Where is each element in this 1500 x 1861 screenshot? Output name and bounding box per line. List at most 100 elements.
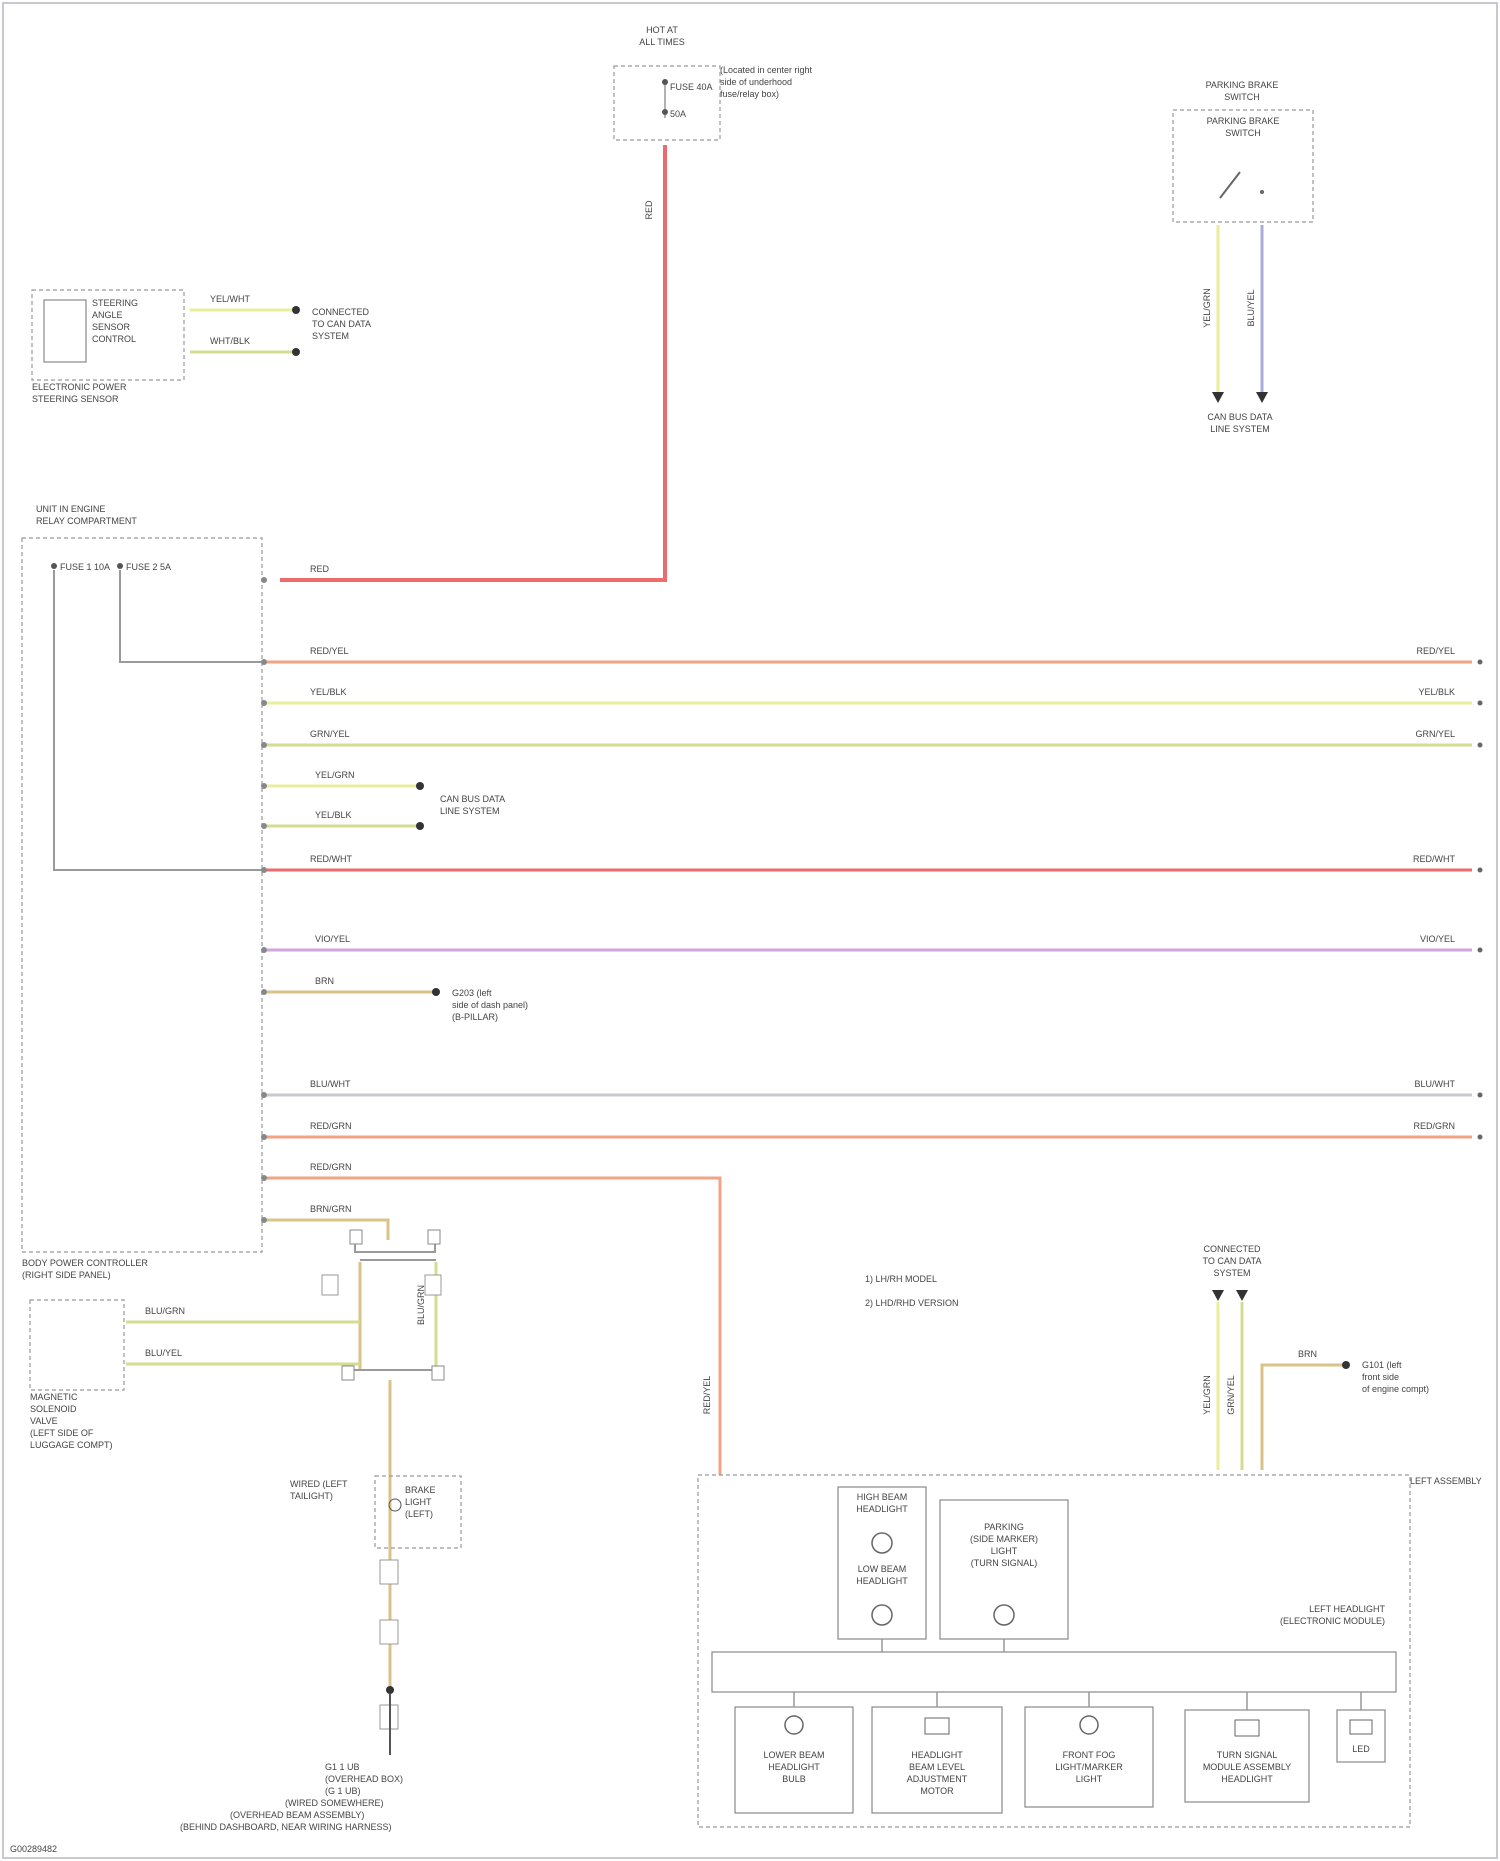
relay-title-2: RELAY COMPARTMENT: [36, 516, 137, 526]
brake-light-chain: BRAKE LIGHT (LEFT) WIRED (LEFT TAILIGHT)…: [180, 1476, 461, 1832]
fuse-loc-1: (Located in center right: [720, 65, 813, 75]
la-top-2: TO CAN DATA: [1202, 1256, 1261, 1266]
la-box-2: [940, 1500, 1068, 1639]
la-box3-l1: LOWER BEAM: [763, 1750, 824, 1760]
fuse-loc-3: fuse/relay box): [720, 89, 779, 99]
brake-inner-3: (LEFT): [405, 1509, 433, 1519]
la-box2-l3: LIGHT: [991, 1546, 1018, 1556]
la-box1b-l2: HEADLIGHT: [856, 1576, 908, 1586]
ss-dest-2: TO CAN DATA: [312, 319, 371, 329]
wire-6-label-right: BLU/WHT: [1415, 1079, 1456, 1089]
fuse-box: HOT AT ALL TIMES FUSE 40A 50A (Located i…: [614, 25, 813, 140]
la-title: LEFT ASSEMBLY: [1410, 1476, 1482, 1486]
wire-9-label: BRN/GRN: [310, 1204, 352, 1214]
relay-fuse-2: FUSE 2 5A: [126, 562, 171, 572]
fuse-sub: 50A: [670, 109, 686, 119]
notes: 1) LH/RH MODEL 2) LHD/RHD VERSION: [865, 1274, 959, 1308]
la-box2-l2: (SIDE MARKER): [970, 1534, 1038, 1544]
solenoid-label-2: SOLENOID: [30, 1404, 77, 1414]
la-box3-l2: HEADLIGHT: [768, 1762, 820, 1772]
la-wire-a-label: YEL/GRN: [1202, 1375, 1212, 1415]
la-box6-l3: HEADLIGHT: [1221, 1774, 1273, 1784]
fuse-box-title-2: ALL TIMES: [639, 37, 685, 47]
relay-fuse-1: FUSE 1 10A: [60, 562, 110, 572]
pb-wire-left-label: YEL/GRN: [1202, 288, 1212, 328]
ground-label-4: (WIRED SOMEWHERE): [285, 1798, 384, 1808]
gnd-dest-3: (B-PILLAR): [452, 1012, 498, 1022]
ss-wire-2-label: WHT/BLK: [210, 336, 250, 346]
la-gnd-dest-1: G101 (left: [1362, 1360, 1402, 1370]
motor-wire-2-label: BLU/YEL: [145, 1348, 182, 1358]
la-box2-l4: (TURN SIGNAL): [971, 1558, 1038, 1568]
parking-brake-outline: [1173, 110, 1313, 222]
solenoid-label-1: MAGNETIC: [30, 1392, 78, 1402]
solenoid-label-3: VALVE: [30, 1416, 58, 1426]
footer-code: G00289482: [10, 1844, 57, 1854]
brake-label-1: WIRED (LEFT: [290, 1479, 348, 1489]
la-gnd-dest-2: front side: [1362, 1372, 1399, 1382]
la-box-7: [1337, 1710, 1385, 1762]
can-wire-1-label: YEL/GRN: [315, 770, 355, 780]
ground-label-3: (G 1 UB): [325, 1786, 361, 1796]
wire-4-label-right: RED/WHT: [1413, 854, 1455, 864]
la-box-3: [735, 1707, 853, 1813]
la-top-1: CONNECTED: [1203, 1244, 1261, 1254]
la-bus: [712, 1652, 1396, 1692]
la-box5-l2: LIGHT/MARKER: [1055, 1762, 1123, 1772]
ground-label-6: (BEHIND DASHBOARD, NEAR WIRING HARNESS): [180, 1822, 392, 1832]
relay-internal-2: [54, 570, 262, 870]
page-border: [3, 3, 1497, 1858]
note-1: 1) LH/RH MODEL: [865, 1274, 937, 1284]
solenoid-label-4: (LEFT SIDE OF: [30, 1428, 94, 1438]
wire-5-label: VIO/YEL: [315, 934, 350, 944]
relay-box-outline: [22, 538, 262, 1252]
red-feed-label: RED: [644, 200, 654, 220]
left-assembly: CONNECTED TO CAN DATA SYSTEM YEL/GRN GRN…: [698, 1244, 1482, 1827]
steering-sensor-group: STEERING ANGLE SENSOR CONTROL YEL/WHT WH…: [32, 290, 371, 404]
wire-9: [264, 1220, 388, 1240]
wire-2-label: YEL/BLK: [310, 687, 347, 697]
can-dest-2: LINE SYSTEM: [440, 806, 500, 816]
ss-inner-4: CONTROL: [92, 334, 136, 344]
la-box4-l2: BEAM LEVEL: [909, 1762, 965, 1772]
relay-title-1: UNIT IN ENGINE: [36, 504, 105, 514]
ground-wire-label: BRN: [315, 976, 334, 986]
la-box5-l1: FRONT FOG: [1063, 1750, 1116, 1760]
wire-red-in-label: RED: [310, 564, 330, 574]
pb-comp-2: SWITCH: [1225, 128, 1261, 138]
ss-inner-1: STEERING: [92, 298, 138, 308]
wire-8-label: RED/GRN: [310, 1162, 352, 1172]
brake-inner-1: BRAKE: [405, 1485, 436, 1495]
gnd-dest-1: G203 (left: [452, 988, 492, 998]
relay-internal-1: [120, 570, 262, 662]
ground-label-2: (OVERHEAD BOX): [325, 1774, 403, 1784]
fuse-box-outline: [614, 66, 720, 140]
harness-wires: RED RED/YEL RED/YEL YEL/BLK YEL/BLK GRN/…: [264, 564, 1472, 1475]
junction-right-label: BLU/GRN: [416, 1285, 426, 1325]
steering-sensor-icon: [44, 300, 86, 362]
gnd-dest-2: side of dash panel): [452, 1000, 528, 1010]
wire-7-label-right: RED/GRN: [1413, 1121, 1455, 1131]
ss-wire-1-label: YEL/WHT: [210, 294, 251, 304]
wire-3-label-right: GRN/YEL: [1415, 729, 1455, 739]
relay-box: UNIT IN ENGINE RELAY COMPARTMENT FUSE 1 …: [22, 504, 262, 1280]
wire-5-label-right: VIO/YEL: [1420, 934, 1455, 944]
ss-dest-1: CONNECTED: [312, 307, 370, 317]
wire-3-label: GRN/YEL: [310, 729, 350, 739]
ground-label-1: G1 1 UB: [325, 1762, 360, 1772]
wire-4-label: RED/WHT: [310, 854, 352, 864]
la-box4-l3: ADJUSTMENT: [907, 1774, 968, 1784]
ground-label-5: (OVERHEAD BEAM ASSEMBLY): [230, 1810, 364, 1820]
pb-title-1: PARKING BRAKE: [1206, 80, 1279, 90]
la-module-2: (ELECTRONIC MODULE): [1280, 1616, 1385, 1626]
la-wire-b-label: GRN/YEL: [1226, 1375, 1236, 1415]
la-box3-l3: BULB: [782, 1774, 806, 1784]
wire-7-label: RED/GRN: [310, 1121, 352, 1131]
la-box4-l1: HEADLIGHT: [911, 1750, 963, 1760]
pb-comp-1: PARKING BRAKE: [1207, 116, 1280, 126]
can-dest-1: CAN BUS DATA: [440, 794, 505, 804]
wire-1-label: RED/YEL: [310, 646, 349, 656]
la-gnd-wire: [1262, 1365, 1345, 1470]
la-top-3: SYSTEM: [1213, 1268, 1250, 1278]
la-box6-l1: TURN SIGNAL: [1217, 1750, 1278, 1760]
